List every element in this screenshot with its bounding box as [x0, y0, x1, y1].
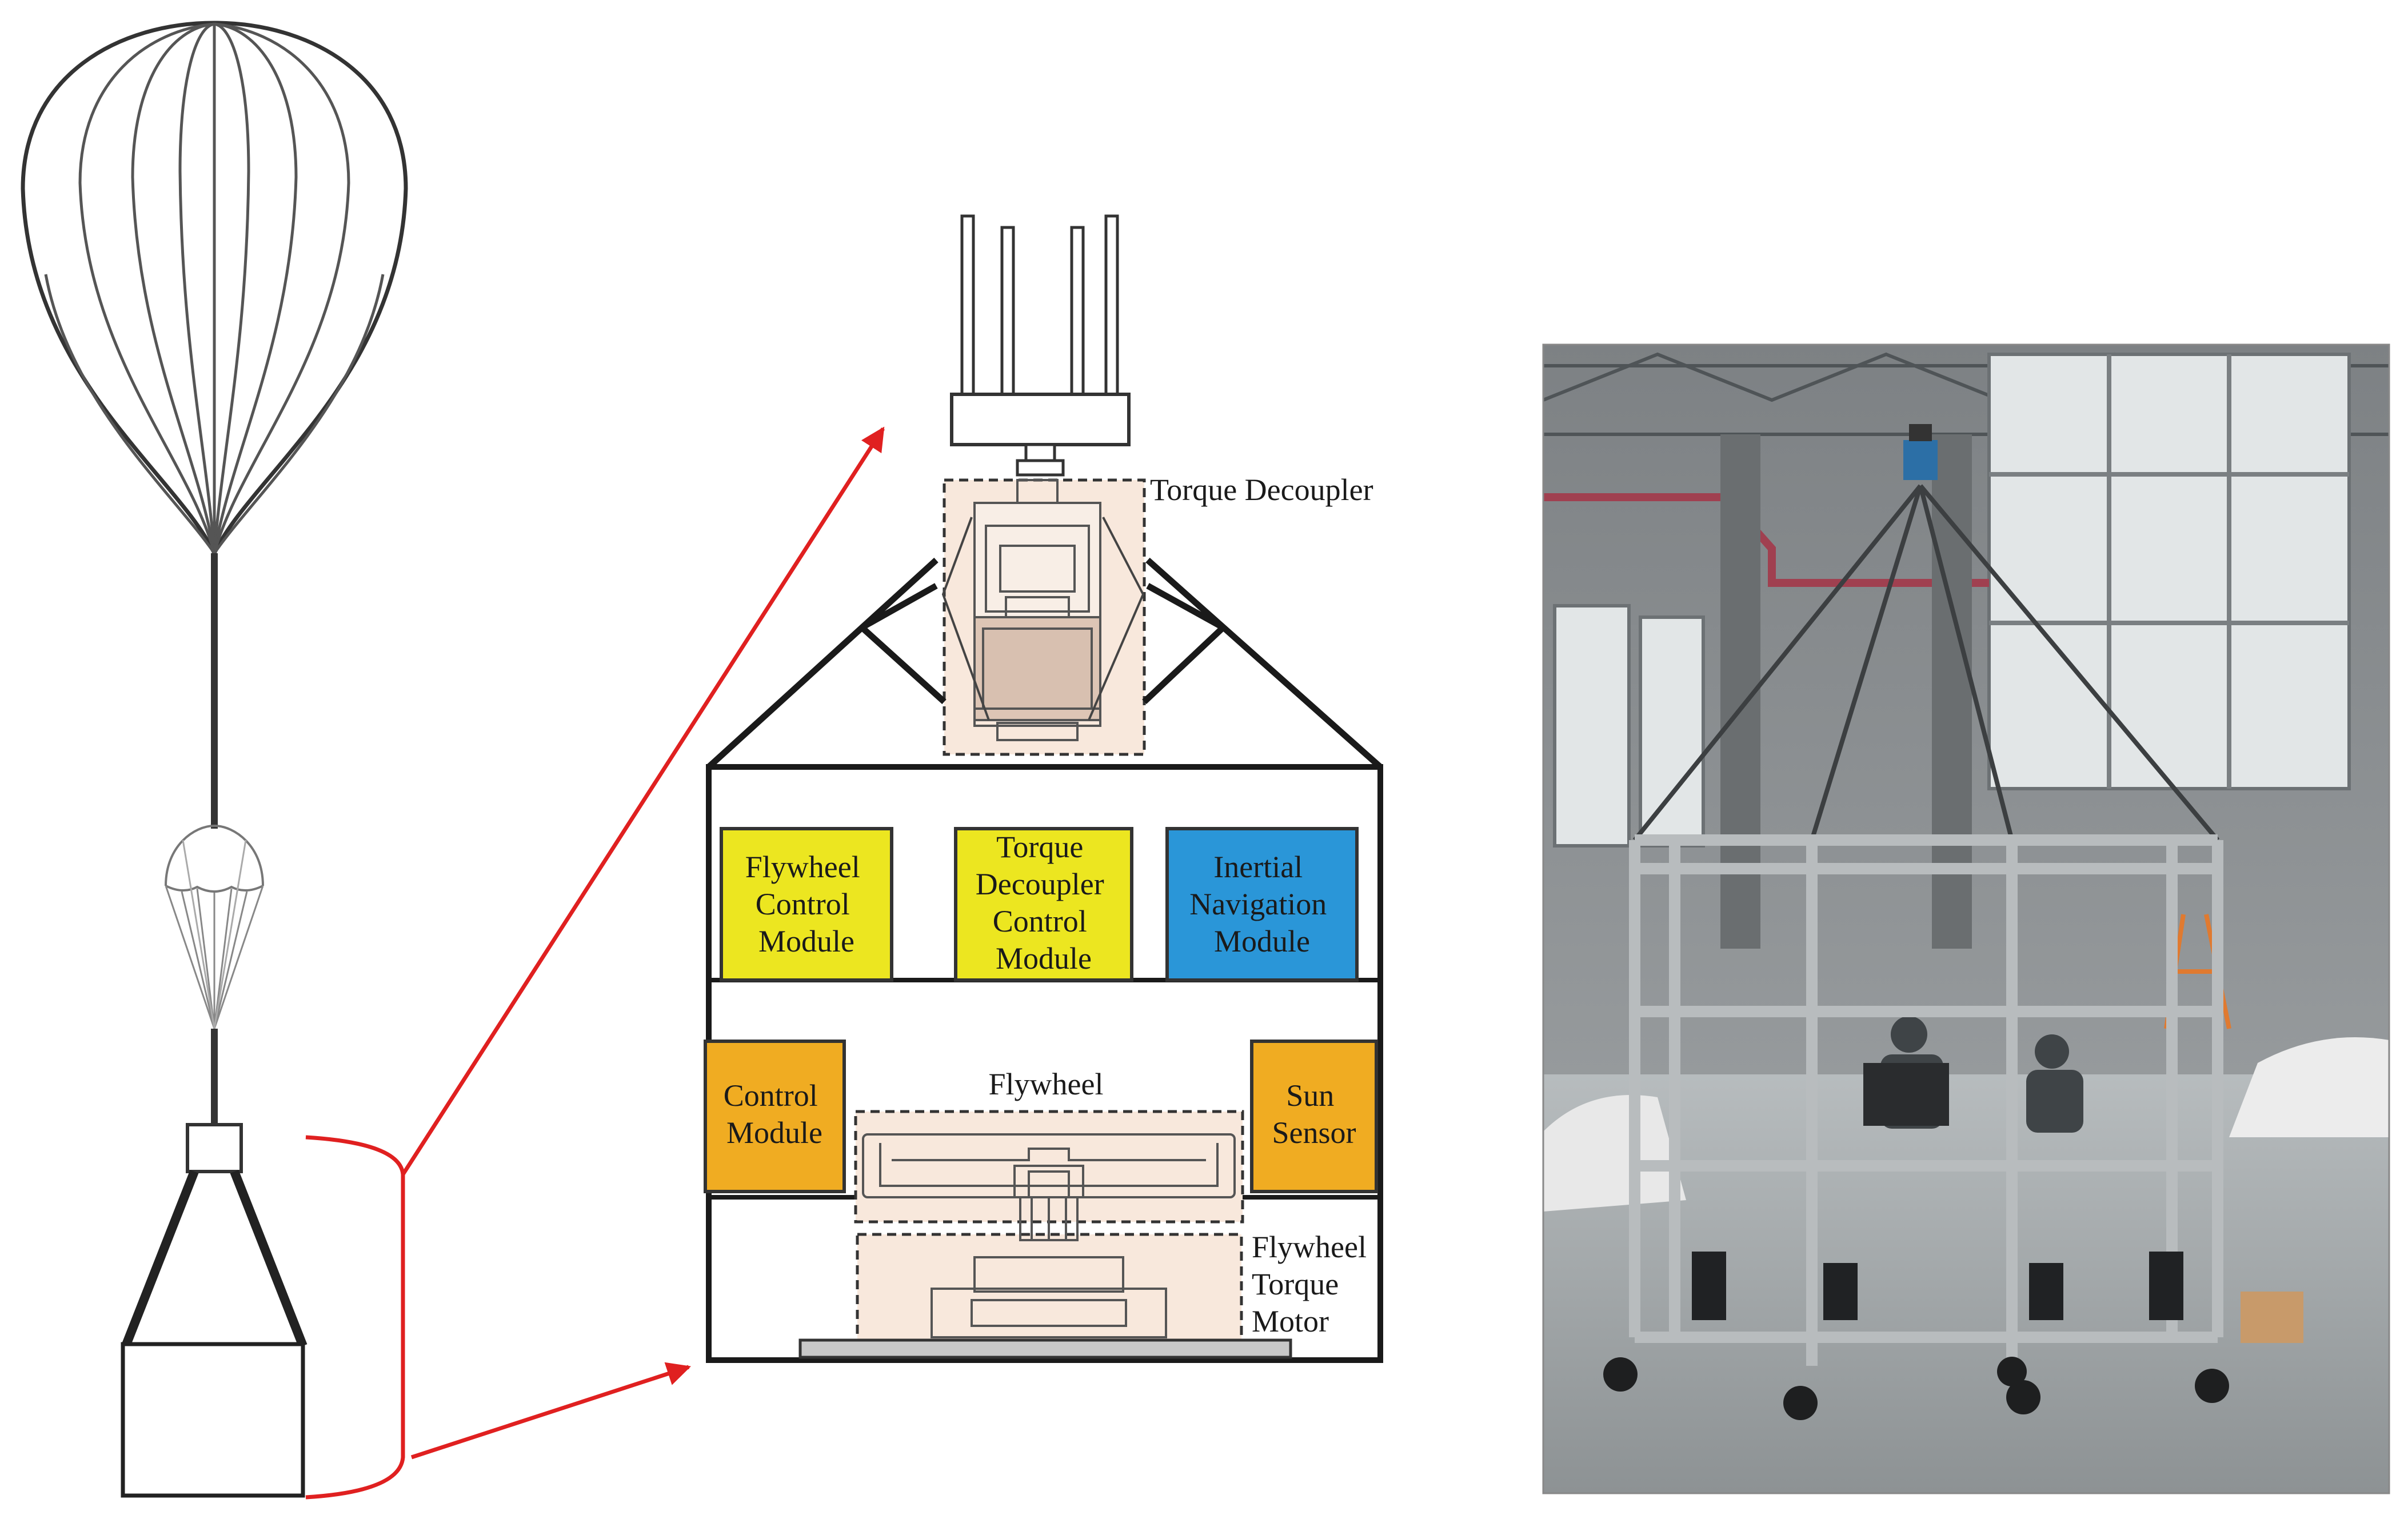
base-plate [798, 1338, 1292, 1359]
balloon-envelope [21, 21, 408, 558]
gondola-box [121, 1342, 305, 1498]
gondola-schematic: Torque Decoupler Flywheel Control Module… [704, 214, 1383, 1363]
control-module-box [704, 1040, 846, 1193]
flywheel-torque-motor-mechanism [931, 1196, 1167, 1338]
inertial-navigation-module-label: Inertial Navigation Module [1189, 850, 1334, 958]
sun-sensor-box [1250, 1040, 1378, 1193]
parachute [165, 824, 264, 1029]
inertial-navigation-module-box [1165, 827, 1359, 982]
arrow-to-decoupler [401, 426, 885, 1176]
flywheel-control-module-box [720, 827, 893, 982]
arrow-to-gondola [410, 1362, 691, 1460]
torque-decoupler-mechanism [941, 479, 1145, 741]
torque-decoupler-control-module-box [954, 827, 1133, 982]
control-module-label: Control Module [724, 1078, 826, 1150]
gondola-strut-right [230, 1170, 308, 1348]
sun-sensor-label: Sun Sensor [1272, 1078, 1356, 1150]
top-mount [950, 214, 1131, 477]
balloon-system [21, 21, 408, 1498]
roof-frame [706, 557, 1383, 770]
torque-decoupler-label: Torque Decoupler [1150, 473, 1373, 507]
bracket [305, 1135, 405, 1500]
torque-decoupler-control-module-label: Torque Decoupler Control Module [976, 830, 1112, 976]
flywheel-torque-motor-label: Flywheel Torque Motor [1252, 1230, 1374, 1338]
flywheel-label: Flywheel [989, 1067, 1104, 1101]
flywheel-torque-motor-region [856, 1233, 1243, 1348]
flywheel-control-module-label: Flywheel Control Module [745, 850, 868, 958]
gondola-photo [1543, 345, 2389, 1493]
torque-decoupler-box [186, 1123, 243, 1173]
callout-arrows [305, 426, 885, 1500]
photo-border [1542, 343, 2390, 1494]
gondola-strut-left [121, 1170, 199, 1348]
